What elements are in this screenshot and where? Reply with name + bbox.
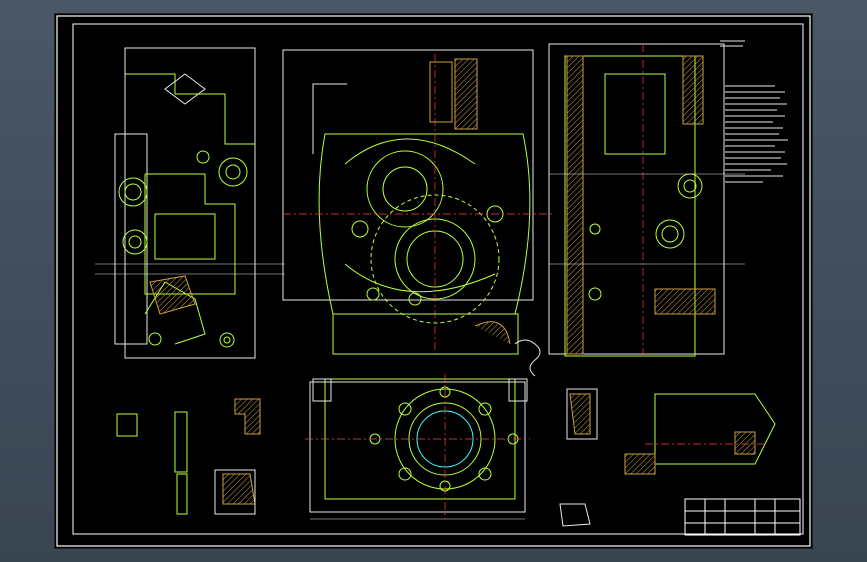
bottom-plan-view: [305, 374, 530, 520]
center-front-view: [282, 49, 555, 377]
cad-drawing[interactable]: [55, 14, 812, 548]
drawing-inner-frame: [72, 23, 804, 535]
title-block: [684, 498, 801, 536]
detail-views-right: [559, 388, 776, 527]
detail-views-left: [116, 398, 261, 515]
left-side-view: [95, 47, 285, 359]
drawing-viewport[interactable]: [55, 14, 812, 548]
right-section-view: [548, 43, 745, 359]
drawing-border: [56, 15, 811, 547]
technical-notes-block: [720, 40, 788, 183]
